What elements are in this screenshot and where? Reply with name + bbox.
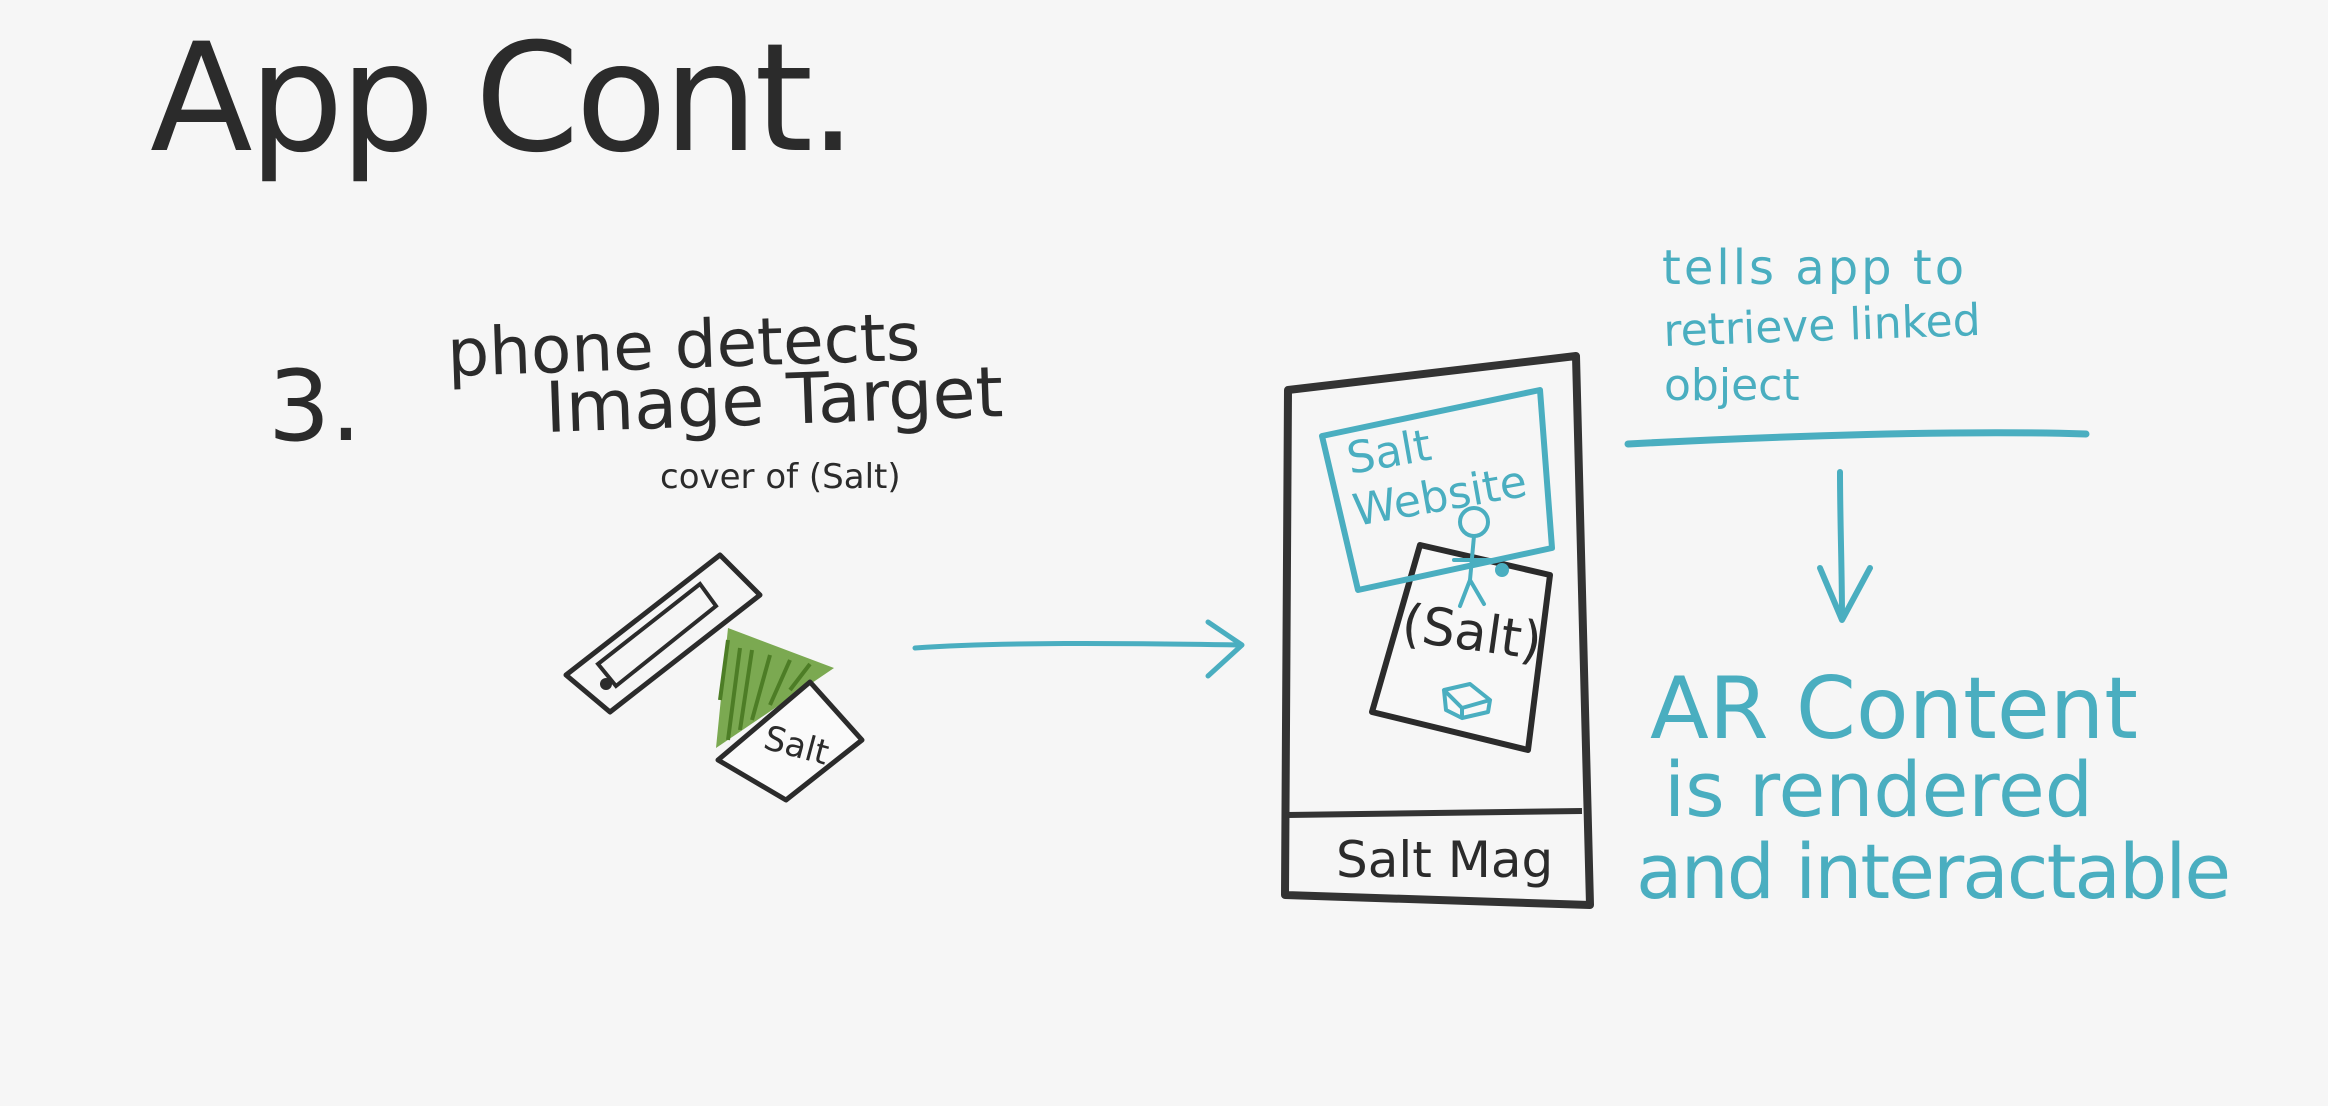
step-text-line1: phone detects	[446, 299, 921, 392]
page-title: App Cont.	[150, 12, 853, 186]
camera-view-cone-icon	[716, 628, 834, 748]
result-line2: is rendered	[1664, 745, 2093, 834]
phone-screen-sketch: Salt Mag (Salt) Salt Website	[1281, 352, 1594, 909]
note-line3: object	[1664, 360, 1800, 411]
magazine-sketch: Salt	[715, 679, 865, 803]
step-number: 3.	[268, 350, 362, 464]
phone-bottom-bar-label: Salt Mag	[1336, 831, 1553, 889]
step-text-line2: Image Target	[544, 351, 1005, 449]
result-line1: AR Content	[1650, 659, 2138, 759]
step-text-line3: cover of (Salt)	[660, 457, 901, 497]
small-box-icon	[1442, 682, 1492, 720]
note-line2: retrieve linked	[1663, 295, 1982, 357]
down-arrow-icon	[1817, 469, 1873, 623]
note-line1: tells app to	[1662, 240, 1967, 296]
result-line3: and interactable	[1636, 827, 2229, 916]
ar-website-overlay	[1319, 387, 1555, 593]
phone-sketch-icon	[563, 552, 763, 715]
person-figure-icon	[1452, 506, 1509, 608]
note-underline	[1624, 429, 2090, 448]
right-arrow-icon	[912, 619, 1245, 679]
